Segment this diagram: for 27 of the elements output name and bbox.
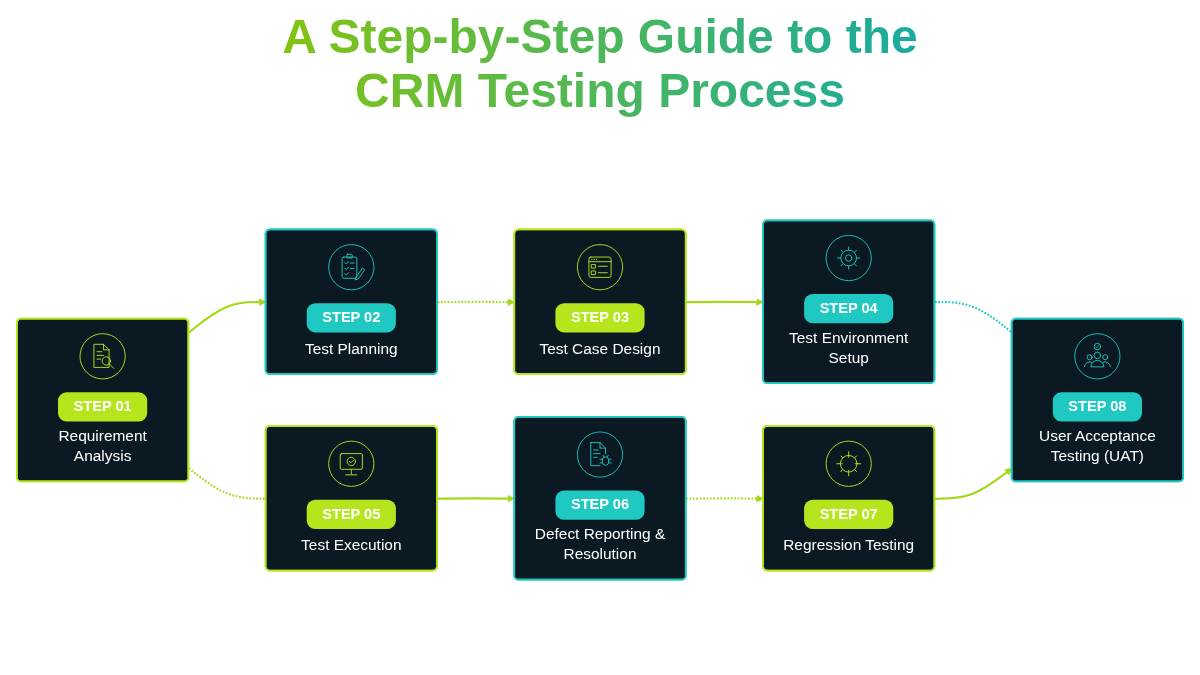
step-name: Test Case Design [538, 338, 662, 359]
step-name: Test Planning [303, 338, 399, 359]
step-box [762, 219, 936, 384]
step-name: Defect Reporting & Resolution [533, 524, 667, 565]
step-badge: STEP 06 [555, 490, 645, 520]
arrow [437, 298, 515, 306]
step-name: Regression Testing [782, 535, 916, 556]
connector-line [188, 467, 266, 500]
step-badge: STEP 07 [804, 499, 894, 529]
step-name: User Acceptance Testing (UAT) [1038, 426, 1157, 467]
step-name: Test Environment Setup [788, 327, 910, 368]
step-badge: STEP 08 [1052, 392, 1142, 422]
step-badge: STEP 05 [306, 499, 396, 529]
step-badge: STEP 01 [58, 392, 148, 422]
step-box [513, 416, 687, 581]
step-badge: STEP 03 [555, 303, 645, 332]
step-box [16, 317, 190, 483]
step-box [1010, 317, 1184, 483]
step-box [762, 425, 936, 572]
arrow [437, 494, 515, 503]
step-name: Test Execution [300, 535, 403, 556]
step-box [264, 228, 438, 375]
step-name: Requirement Analysis [57, 426, 148, 467]
step-badge: STEP 02 [306, 303, 396, 332]
step-box [264, 425, 438, 572]
step-box [513, 228, 687, 375]
step-badge: STEP 04 [804, 294, 894, 323]
